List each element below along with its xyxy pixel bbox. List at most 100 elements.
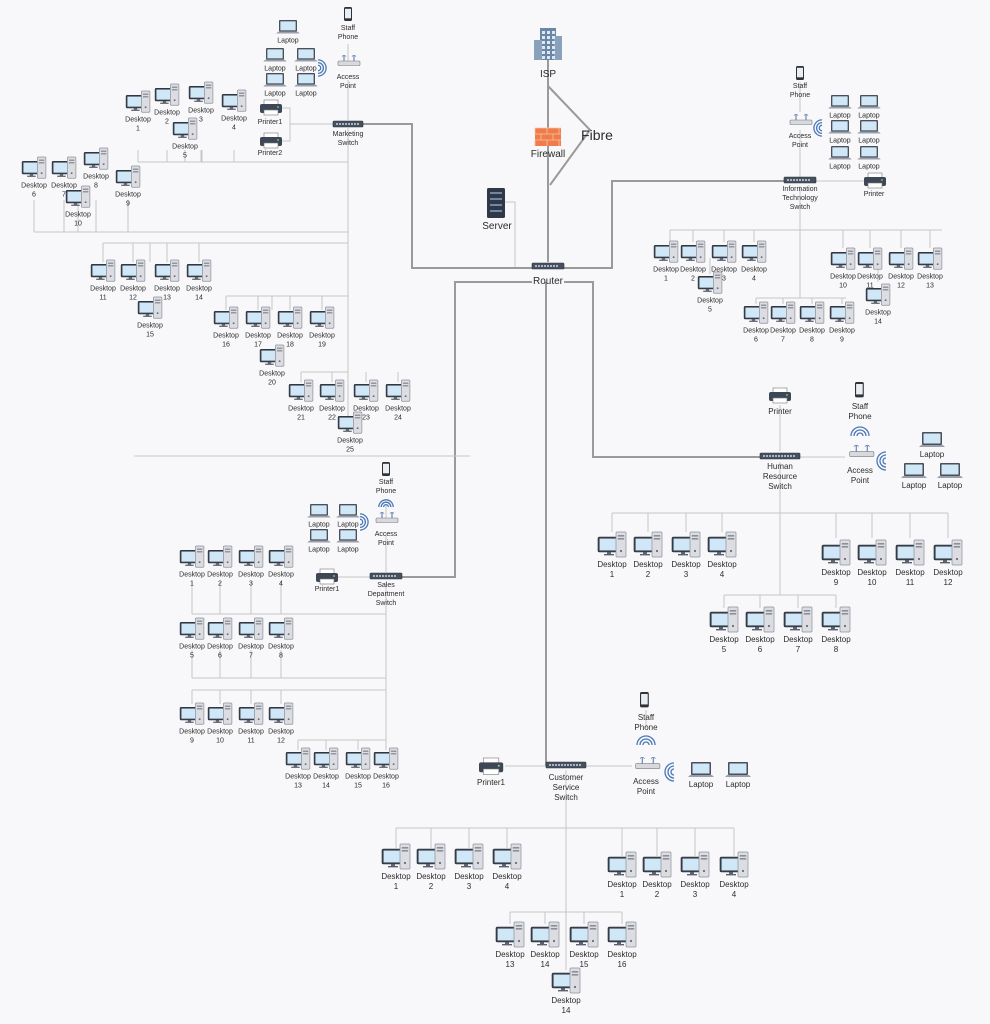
- desktop-icon: [154, 83, 180, 106]
- label-line: Laptop: [858, 138, 880, 145]
- label-line: Staff: [638, 713, 655, 722]
- desktop-icon: [90, 259, 116, 282]
- desktop-icon: [633, 531, 663, 558]
- printer-icon: [479, 757, 504, 775]
- desktop-icon: [385, 379, 411, 402]
- printer-icon: [260, 132, 282, 149]
- desktop-icon: [373, 747, 399, 770]
- desktop-icon: [285, 747, 311, 770]
- label-line: Desktop: [492, 872, 522, 881]
- label-line: 2: [429, 882, 434, 891]
- label-line: 5: [708, 306, 712, 313]
- label-line: Desktop: [454, 872, 484, 881]
- label-line: Phone: [338, 34, 358, 41]
- label-line: 12: [129, 294, 137, 301]
- label-line: Desktop: [607, 880, 637, 889]
- label-line: 6: [754, 336, 758, 343]
- desktop-icon: [115, 165, 141, 188]
- label-line: Desktop: [830, 273, 856, 280]
- label-line: Marketing: [333, 131, 364, 138]
- desktop-icon: [830, 247, 856, 270]
- label-line: Desktop: [865, 309, 891, 316]
- printer-label: Printer1: [477, 778, 506, 787]
- label-line: 1: [610, 570, 615, 579]
- label-line: Desktop: [353, 405, 379, 412]
- label-line: 11: [906, 578, 915, 587]
- laptop-icon: [307, 504, 331, 518]
- label-line: Desktop: [21, 182, 47, 189]
- desktop-icon: [125, 90, 151, 113]
- label-line: Router: [533, 276, 564, 287]
- desktop-icon: [238, 545, 264, 568]
- cable: [402, 281, 532, 578]
- label-line: Fibre: [581, 127, 613, 143]
- desktop-icon: [454, 843, 484, 870]
- access-point-icon: [789, 114, 813, 125]
- access-point-icon: [849, 444, 875, 457]
- label-line: Desktop: [319, 405, 345, 412]
- label-line: Desktop: [207, 728, 233, 735]
- label-line: 5: [722, 645, 727, 654]
- label-line: 19: [318, 341, 326, 348]
- label-line: Desktop: [288, 405, 314, 412]
- label-line: 12: [277, 737, 285, 744]
- desktop-icon: [345, 747, 371, 770]
- label-line: 12: [944, 578, 953, 587]
- desktop-icon: [821, 539, 851, 566]
- label-line: Desktop: [179, 571, 205, 578]
- label-line: Desktop: [495, 950, 525, 959]
- label-line: 25: [346, 446, 354, 453]
- label-line: Desktop: [783, 635, 813, 644]
- label-line: Desktop: [172, 143, 198, 150]
- label-line: Desktop: [857, 273, 883, 280]
- laptop-label: Laptop: [726, 780, 751, 789]
- label-line: 13: [163, 294, 171, 301]
- label-line: Desktop: [51, 182, 77, 189]
- label-line: Phone: [790, 92, 810, 99]
- desktop-icon: [671, 531, 701, 558]
- label-line: Desktop: [895, 568, 925, 577]
- label-line: Desktop: [569, 950, 599, 959]
- desktop-icon: [888, 247, 914, 270]
- desktop-icon: [597, 531, 627, 558]
- desktop-icon: [697, 271, 723, 294]
- desktop-icon: [551, 967, 581, 994]
- desktop-icon: [259, 344, 285, 367]
- label-line: Phone: [634, 723, 658, 732]
- label-line: Desktop: [829, 327, 855, 334]
- label-line: Laptop: [295, 91, 317, 98]
- label-line: 23: [362, 414, 370, 421]
- label-line: Desktop: [207, 643, 233, 650]
- label-line: Desktop: [179, 643, 205, 650]
- laptop-icon: [857, 95, 881, 109]
- label-line: 6: [32, 191, 36, 198]
- printer-label: Printer: [864, 191, 885, 198]
- label-line: Resource: [763, 472, 798, 481]
- desktop-icon: [137, 296, 163, 319]
- laptop-icon: [263, 48, 287, 62]
- desktop-icon: [709, 606, 739, 633]
- desktop-icon: [83, 147, 109, 170]
- label-line: Desktop: [719, 880, 749, 889]
- label-line: 2: [218, 580, 222, 587]
- label-line: Desktop: [671, 560, 701, 569]
